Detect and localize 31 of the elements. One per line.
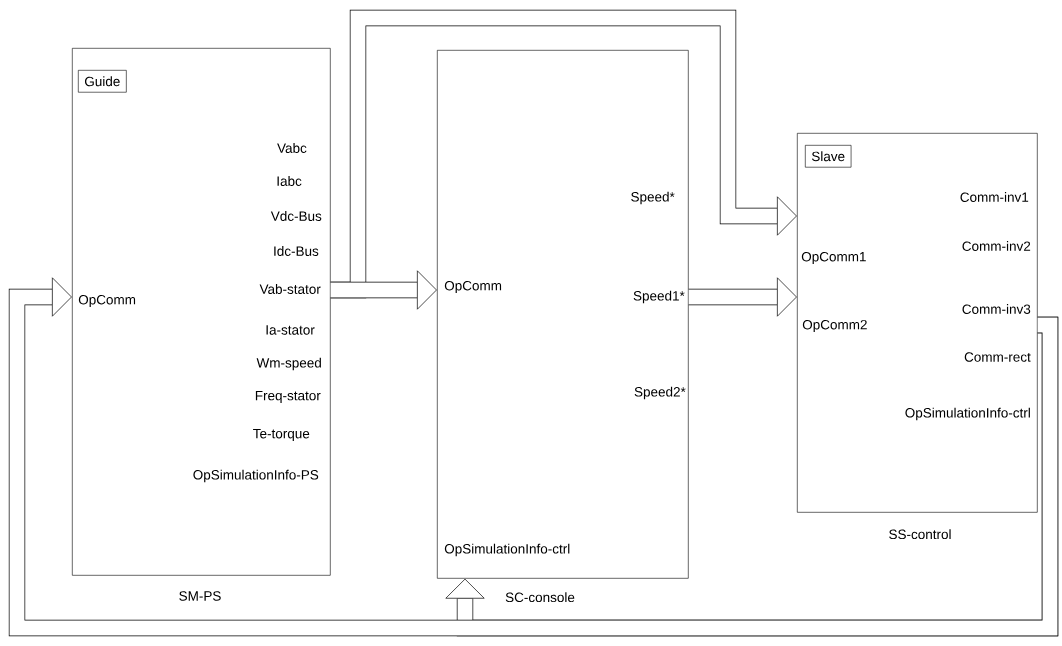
block-label: SC-console xyxy=(505,592,575,603)
port-label: Idc-Bus xyxy=(274,246,319,256)
port-label: OpSimulationInfo-ctrl xyxy=(444,543,570,557)
port-label: OpComm1 xyxy=(801,251,866,265)
port-label: Te-torque xyxy=(253,428,310,442)
port-label: Vdc-Bus xyxy=(270,211,322,221)
port-label: Comm-inv1 xyxy=(960,192,1029,202)
block-arrow xyxy=(330,270,437,310)
port-label: Comm-rect xyxy=(964,352,1031,362)
header-box: Slave xyxy=(805,145,852,168)
block-arrow xyxy=(8,277,1059,637)
port-label: Speed2* xyxy=(634,386,686,400)
port-label: OpSimulationInfo-PS xyxy=(193,469,319,483)
port-label: Speed1* xyxy=(633,290,685,304)
port-label: OpComm xyxy=(78,294,136,308)
port-label: OpSimulationInfo-ctrl xyxy=(905,407,1030,421)
block-arrow xyxy=(688,277,797,317)
port-label: Ia-stator xyxy=(266,325,315,335)
port-label: Wm-speed xyxy=(256,357,321,371)
port-label: OpComm2 xyxy=(802,319,867,333)
port-label: OpComm xyxy=(444,280,502,294)
port-label: Freq-stator xyxy=(255,390,321,404)
block-label: SS-control xyxy=(889,529,951,540)
port-label: Vab-stator xyxy=(259,284,321,294)
port-label: Comm-inv2 xyxy=(962,241,1031,251)
port-label: Comm-inv3 xyxy=(962,304,1031,314)
port-label: Iabc xyxy=(277,176,302,186)
header-box: Guide xyxy=(78,70,127,93)
block-label: SM-PS xyxy=(179,591,221,601)
port-label: Speed* xyxy=(631,191,675,205)
port-label: Vabc xyxy=(277,143,307,153)
